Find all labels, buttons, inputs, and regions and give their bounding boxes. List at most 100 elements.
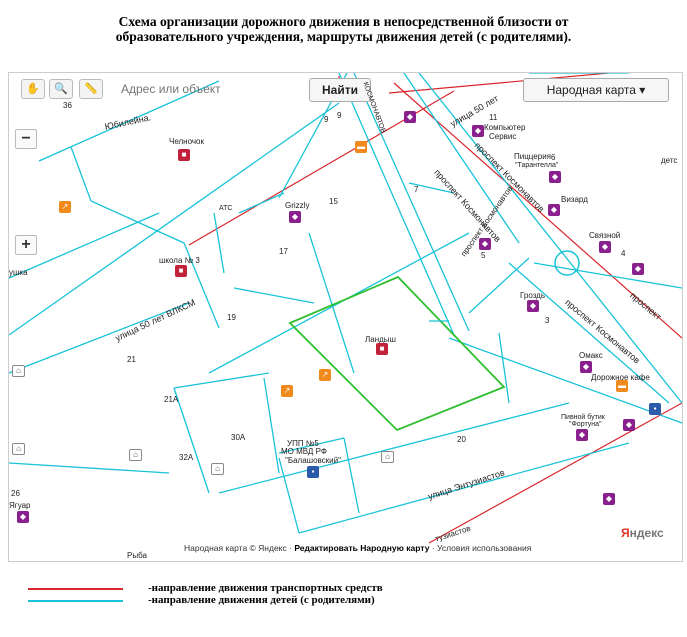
place-beer-2: "Фортуна" [569,421,602,428]
place-pizza-2: "Тарантелла" [515,162,559,169]
zoom-out-button[interactable]: − [15,129,37,149]
bus-stop-icon[interactable]: ▪ [649,403,661,415]
search-input[interactable] [119,79,313,99]
place-grozd: Гроздь [520,291,546,300]
parking-icon[interactable]: ◆ [404,111,416,123]
bar-icon[interactable]: ◆ [289,211,301,223]
house-number: 11 [489,113,498,122]
shop-icon[interactable]: ■ [178,149,190,161]
legend-red-line [28,588,123,590]
place-upp-2: МО МВД РФ [281,447,327,456]
house-icon: ⌂ [12,365,25,377]
yandex-logo: Яндекс [621,526,664,540]
police-icon[interactable]: ▪ [307,466,319,478]
place-grizzly: Grizzly [285,201,310,210]
sport-icon-2[interactable]: ↗ [319,369,331,381]
map-footer: Народная карта © Яндекс · Редактировать … [184,543,531,553]
magnifier-icon: 🔍 [54,83,68,95]
computer-icon[interactable]: ◆ [472,125,484,137]
magnifier-button[interactable]: 🔍 [49,79,73,99]
legend-children-text: -направление движения детей (с родителям… [148,594,375,606]
zoom-in-button[interactable]: + [15,235,37,255]
map-canvas[interactable] [9,73,682,561]
title-line-1: Схема организации дорожного движения в н… [118,14,569,29]
house-icon: ⌂ [12,443,25,455]
house-number: 5 [481,251,486,260]
place-vizard: Визард [561,195,588,204]
place-omaks: Омакс [579,351,603,360]
roundabout [554,250,580,276]
legend-cyan-line [28,600,123,602]
house-number: 4 [621,249,626,258]
house-icon: ⌂ [129,449,142,461]
place-cafe: Дорожное кафе [591,373,650,382]
school-icon[interactable]: ■ [175,265,187,277]
place-landysh: Ландыш [365,335,396,344]
hand-icon: ✋ [26,83,40,95]
house-number: 3 [545,316,550,325]
pizza-icon[interactable]: ◆ [549,171,561,183]
ruler-button[interactable]: 📏 [79,79,103,99]
house-number: 9 [324,115,329,124]
vizard-icon[interactable]: ◆ [548,204,560,216]
house-number: 32А [179,453,194,462]
house-number: 17 [279,247,288,256]
place-chelnochok: Челночок [169,137,204,146]
place-atc: АТС [219,205,233,212]
house-number: 20 [457,435,466,444]
house-icon: ⌂ [381,451,394,463]
sport-icon-3[interactable]: ↗ [281,385,293,397]
house-number: 30А [231,433,246,442]
layer-select[interactable]: Народная карта ▾ [523,78,669,102]
traffic-lines [188,73,682,544]
hand-tool-button[interactable]: ✋ [21,79,45,99]
page-title: Схема организации дорожного движения в н… [0,14,687,44]
place-yaguar: Ягуар [9,501,31,510]
place-school: школа № 3 [159,256,200,265]
place-pizza-1: Пиццерия [514,152,551,161]
cafe-icon[interactable]: ▬ [616,380,628,392]
house-number: 6 [551,153,556,162]
house-number: 9 [337,111,342,120]
title-line-2: образовательного учреждения, маршруты дв… [115,29,572,44]
service-icon[interactable]: ▬ [355,141,367,153]
house-number: 21 [127,355,136,364]
house-number: 15 [329,197,338,206]
kindergarten-icon[interactable]: ■ [376,343,388,355]
house-number: 36 [63,101,72,110]
beer-icon[interactable]: ◆ [576,429,588,441]
place-beer-1: Пивной бутик [561,414,605,421]
place-svyaznoy: Связной [589,231,621,240]
edit-map-link[interactable]: Редактировать Народную карту [294,543,430,553]
house-number: 19 [227,313,236,322]
shop-icon-5[interactable]: ◆ [632,263,644,275]
place-ryba: Рыба [127,551,147,560]
terms-link[interactable]: · Условия использования [431,543,532,553]
place-upp-1: УПП №5 [287,439,319,448]
map-view[interactable]: ✋ 🔍 📏 Найти Народная карта ▾ − + Юбилейн… [8,72,683,562]
house-icon: ⌂ [211,463,224,475]
house-number: 7 [414,185,419,194]
shop-icon-3[interactable]: ◆ [603,493,615,505]
find-button[interactable]: Найти [309,78,371,102]
house-number: 26 [11,489,20,498]
yaguar-icon[interactable]: ◆ [17,511,29,523]
omaks-icon[interactable]: ◆ [580,361,592,373]
copyright-text: Народная карта © Яндекс · [184,543,292,553]
grozd-icon[interactable]: ◆ [527,300,539,312]
place-dets: детс [661,156,678,165]
shop-icon-2[interactable]: ◆ [623,419,635,431]
kindergarten-territory [288,275,506,432]
place-upp-3: "Балашовский" [285,456,341,465]
map-toolbar: ✋ 🔍 📏 Найти Народная карта ▾ [9,73,682,103]
place-ushka: ушка [9,268,28,277]
legend-traffic-text: -направление движения транспортных средс… [148,582,383,594]
sport-icon[interactable]: ↗ [59,201,71,213]
place-computer-1: Компьютер [484,123,526,132]
ruler-icon: 📏 [84,83,98,95]
children-routes [9,73,682,534]
phone-shop-icon[interactable]: ◆ [599,241,611,253]
place-computer-2: Сервис [489,132,517,141]
house-number: 21А [164,395,179,404]
shop-icon-4[interactable]: ◆ [479,238,491,250]
